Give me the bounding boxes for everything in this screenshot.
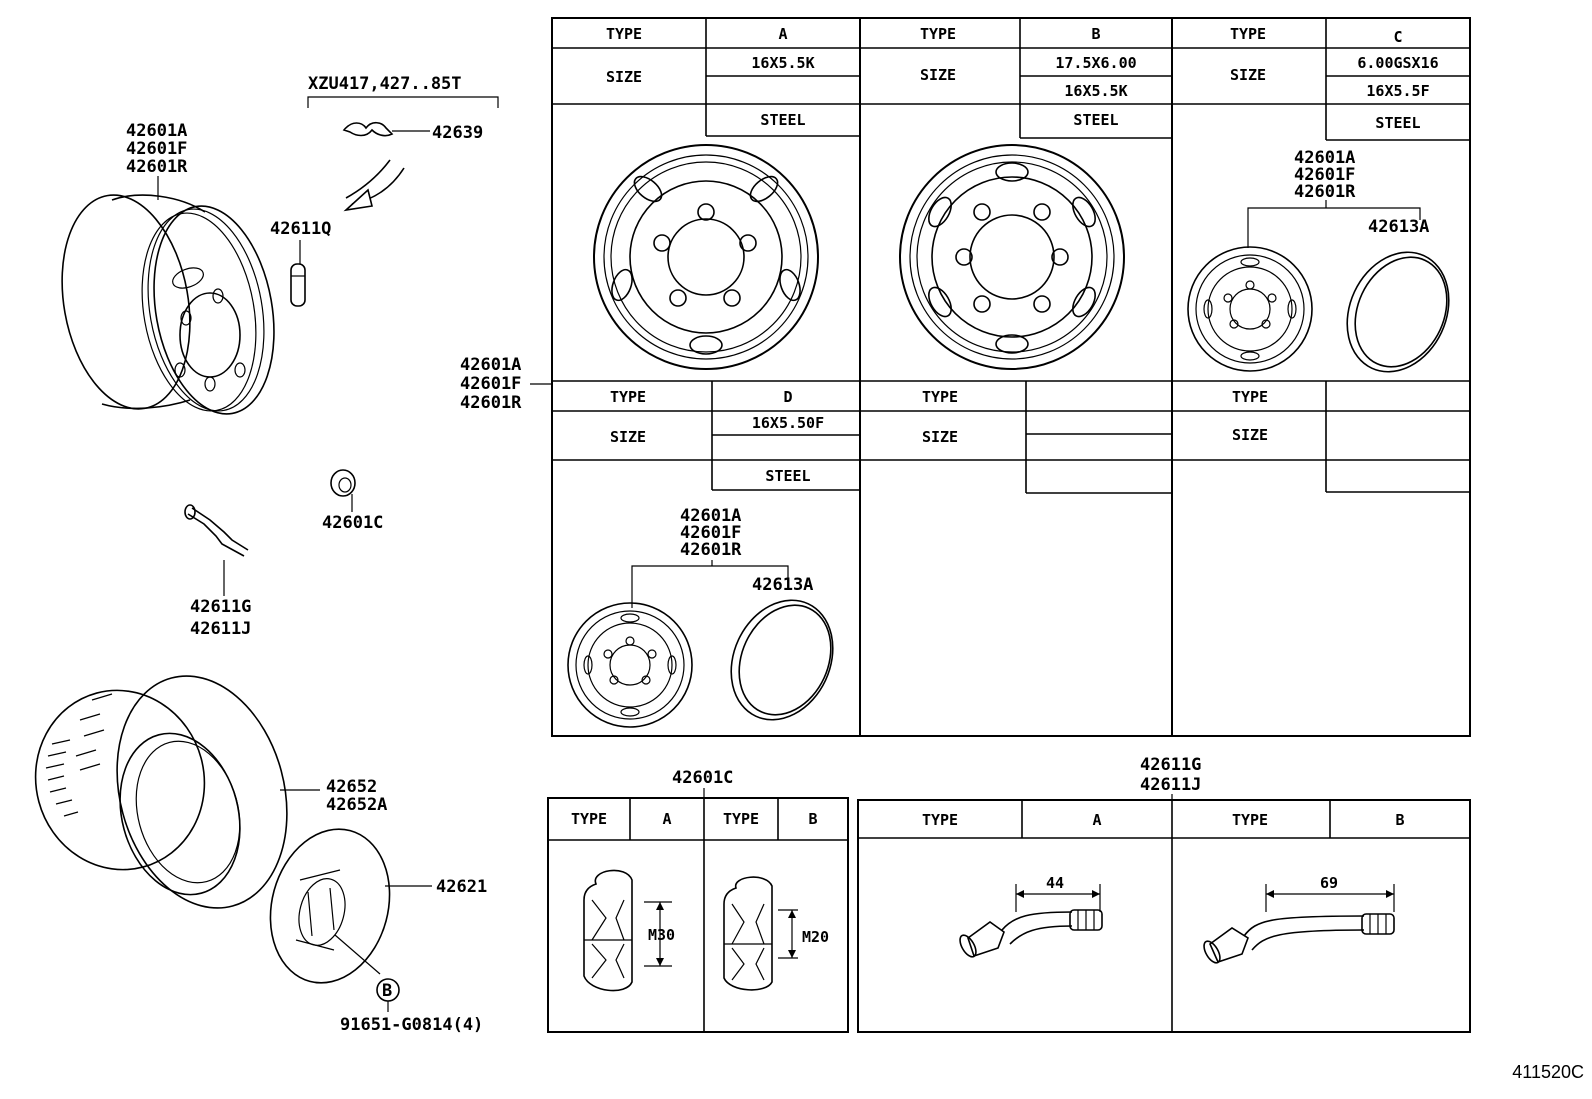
valve-table: 42611G 42611J TYPE A TYPE B 44 bbox=[857, 755, 1471, 1033]
valve-b-length: 69 bbox=[1320, 874, 1338, 892]
valve-type-label-a: TYPE bbox=[922, 811, 958, 829]
type-label-e: TYPE bbox=[922, 388, 958, 406]
wheel-table: TYPE A SIZE 16X5.5K STEEL TYPE B SIZE 17… bbox=[551, 17, 1471, 737]
valve-type-value-b: B bbox=[1395, 811, 1404, 829]
size-value-b-2: 16X5.5K bbox=[1064, 82, 1127, 100]
size-value-c-1: 6.00GSX16 bbox=[1357, 54, 1438, 72]
size-value-d-1: 16X5.50F bbox=[752, 414, 824, 432]
type-label-f: TYPE bbox=[1232, 388, 1268, 406]
type-label-b: TYPE bbox=[920, 25, 956, 43]
rim-callout-1[interactable]: 42601A bbox=[126, 121, 187, 141]
nut-type-value-b: B bbox=[808, 810, 817, 828]
size-value-b-1: 17.5X6.00 bbox=[1055, 54, 1136, 72]
valve-insert-callout[interactable]: 42611Q bbox=[270, 219, 331, 239]
clip-applicability-label: XZU417,427..85T bbox=[308, 74, 462, 94]
wheel-a-drawing bbox=[593, 144, 819, 370]
nut-a-drawing bbox=[583, 869, 672, 992]
tire-callout-1[interactable]: 42652 bbox=[326, 777, 377, 797]
valve-type-label-b: TYPE bbox=[1232, 811, 1268, 829]
table-rim-callout-3[interactable]: 42601R bbox=[460, 393, 522, 413]
nut-table: 42601C TYPE A TYPE B M30 bbox=[547, 768, 849, 1033]
valve-table-title-2[interactable]: 42611J bbox=[1140, 775, 1201, 795]
rim-d-callout-2[interactable]: 42601F bbox=[680, 523, 741, 543]
nut-table-title[interactable]: 42601C bbox=[672, 768, 733, 788]
type-label-c: TYPE bbox=[1230, 25, 1266, 43]
nut-b-thread: M20 bbox=[802, 928, 829, 946]
size-label-b: SIZE bbox=[920, 66, 956, 84]
disc-wheel-drawing bbox=[61, 194, 275, 415]
nut-type-value-a: A bbox=[662, 810, 671, 828]
type-value-a: A bbox=[778, 25, 787, 43]
table-rim-callout-2[interactable]: 42601F bbox=[460, 374, 521, 394]
tube-callout[interactable]: 42621 bbox=[436, 877, 487, 897]
tire-drawing bbox=[34, 675, 320, 909]
material-d: STEEL bbox=[765, 467, 810, 485]
type-label-a: TYPE bbox=[606, 25, 642, 43]
material-a: STEEL bbox=[760, 111, 805, 129]
wheel-d-drawing bbox=[567, 599, 834, 728]
rim-callout-3[interactable]: 42601R bbox=[126, 157, 188, 177]
size-label-f: SIZE bbox=[1232, 426, 1268, 444]
rim-c-callout-3[interactable]: 42601R bbox=[1294, 182, 1356, 202]
material-c: STEEL bbox=[1375, 114, 1420, 132]
clip-callout[interactable]: 42639 bbox=[432, 123, 483, 143]
nut-a-thread: M30 bbox=[648, 926, 675, 944]
ring-d-callout[interactable]: 42613A bbox=[752, 575, 813, 595]
size-value-a-1: 16X5.5K bbox=[751, 54, 814, 72]
valve-stem-callout-2[interactable]: 42611J bbox=[190, 619, 251, 639]
size-label-c: SIZE bbox=[1230, 66, 1266, 84]
type-value-d: D bbox=[783, 388, 792, 406]
nut-b-drawing bbox=[723, 876, 798, 991]
ref-b-marker[interactable]: B bbox=[382, 981, 392, 1001]
ring-c-callout[interactable]: 42613A bbox=[1368, 217, 1429, 237]
valve-a-length: 44 bbox=[1046, 874, 1064, 892]
valve-a-drawing bbox=[959, 884, 1103, 958]
type-label-d: TYPE bbox=[610, 388, 646, 406]
bolt-callout[interactable]: 91651-G0814(4) bbox=[340, 1015, 483, 1035]
nut-callout[interactable]: 42601C bbox=[322, 513, 383, 533]
rim-d-callout-3[interactable]: 42601R bbox=[680, 540, 742, 560]
tube-drawing bbox=[269, 828, 432, 984]
size-label-a: SIZE bbox=[606, 68, 642, 86]
table-rim-callout-1[interactable]: 42601A bbox=[460, 355, 521, 375]
rim-callout-2[interactable]: 42601F bbox=[126, 139, 187, 159]
nut-type-label-a: TYPE bbox=[571, 810, 607, 828]
valve-stem-callout-1[interactable]: 42611G bbox=[190, 597, 251, 617]
valve-type-value-a: A bbox=[1092, 811, 1101, 829]
rim-d-callout-1[interactable]: 42601A bbox=[680, 506, 741, 526]
wheel-c-drawing bbox=[1187, 246, 1450, 373]
tire-callout-2[interactable]: 42652A bbox=[326, 795, 387, 815]
size-label-d: SIZE bbox=[610, 428, 646, 446]
type-value-c: C bbox=[1393, 28, 1402, 46]
rim-c-callout-1[interactable]: 42601A bbox=[1294, 148, 1355, 168]
rim-c-callout-2[interactable]: 42601F bbox=[1294, 165, 1355, 185]
wheel-b-drawing bbox=[899, 144, 1125, 370]
material-b: STEEL bbox=[1073, 111, 1118, 129]
type-value-b: B bbox=[1091, 25, 1100, 43]
nut-type-label-b: TYPE bbox=[723, 810, 759, 828]
valve-b-drawing bbox=[1203, 884, 1395, 964]
size-value-c-2: 16X5.5F bbox=[1366, 82, 1429, 100]
diagram-id: 411520C bbox=[1512, 1062, 1584, 1082]
exploded-view: 42601A 42601F 42601R XZU417,427..85T 426… bbox=[34, 74, 552, 1035]
valve-table-title-1[interactable]: 42611G bbox=[1140, 755, 1201, 775]
size-label-e: SIZE bbox=[922, 428, 958, 446]
